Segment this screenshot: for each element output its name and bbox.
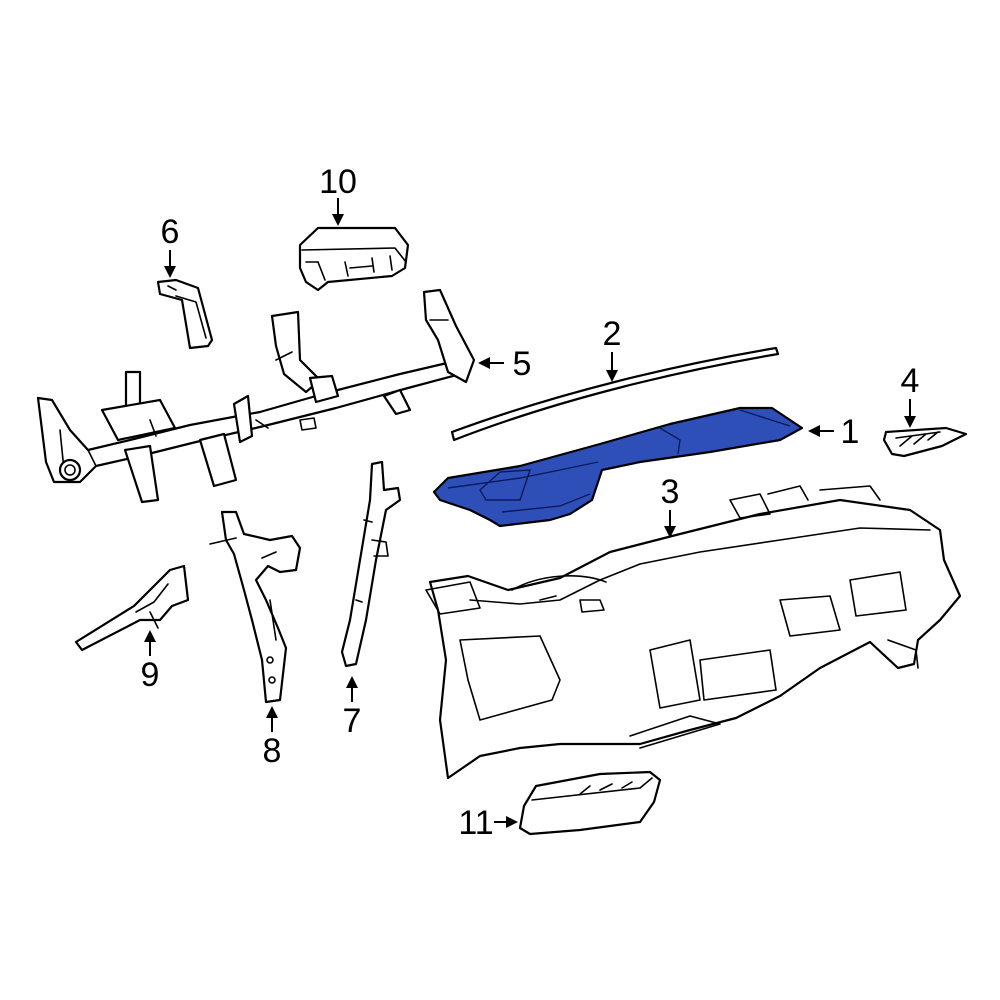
callout-label-11: 11 (458, 804, 493, 842)
callout-2: 2 (603, 315, 622, 382)
callout-8: 8 (263, 706, 282, 770)
callout-10: 10 (319, 163, 357, 226)
callout-label-2: 2 (603, 315, 622, 353)
part-10-airbag-module[interactable] (298, 226, 410, 292)
callout-5: 5 (478, 345, 531, 383)
part-7-side-brace[interactable] (340, 460, 402, 668)
callout-label-7: 7 (343, 702, 362, 740)
callout-label-1: 1 (841, 413, 860, 451)
part-4-vent[interactable] (882, 426, 968, 458)
part-2-seal-strip[interactable] (450, 346, 780, 442)
callout-label-5: 5 (513, 345, 532, 383)
callout-label-9: 9 (141, 656, 160, 694)
callout-11: 11 (458, 804, 518, 842)
part-6-bracket[interactable] (156, 278, 214, 350)
part-9-lower-bracket[interactable] (74, 564, 190, 652)
callout-label-4: 4 (901, 362, 920, 400)
callout-label-3: 3 (661, 473, 680, 511)
part-3-instrument-panel[interactable] (425, 485, 962, 780)
callout-label-6: 6 (161, 213, 180, 251)
callout-7: 7 (343, 676, 362, 740)
part-1-dash-cover[interactable] (432, 406, 804, 528)
callout-4: 4 (901, 362, 920, 428)
callout-9: 9 (141, 630, 160, 694)
callout-label-8: 8 (263, 732, 282, 770)
callout-6: 6 (161, 213, 180, 278)
callout-label-10: 10 (319, 163, 357, 201)
callout-1: 1 (808, 413, 859, 451)
callout-3: 3 (661, 473, 680, 538)
part-11-lower-module[interactable] (518, 770, 662, 836)
part-8-center-brace[interactable] (209, 510, 302, 704)
part-5-cross-car-beam[interactable] (36, 288, 476, 504)
